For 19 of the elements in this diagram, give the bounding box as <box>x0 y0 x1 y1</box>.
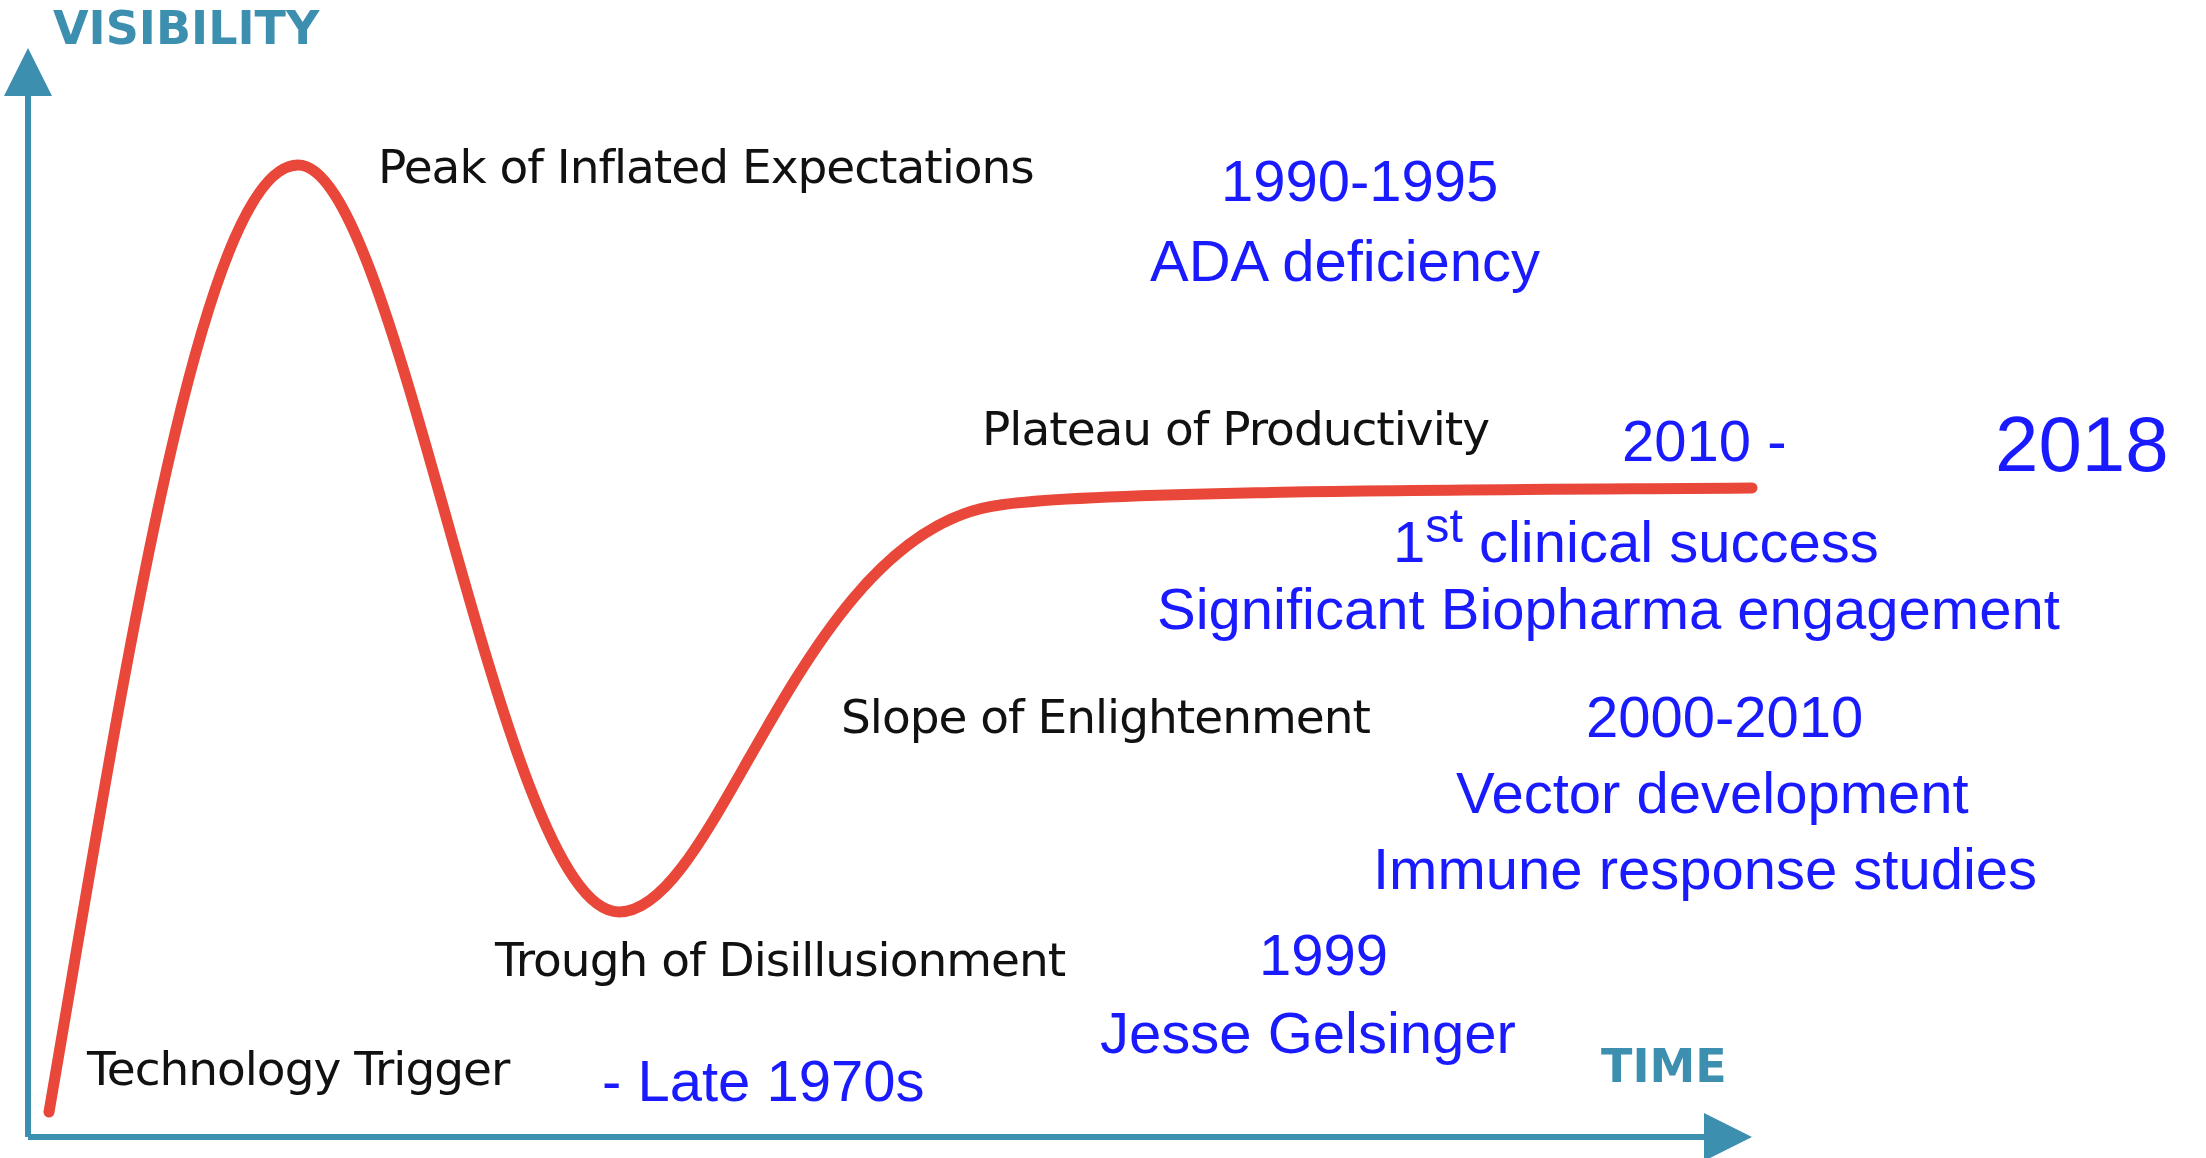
annotation-text: 1$^{st}$ clinical success <box>1393 498 1879 576</box>
date-label: 2018 <box>1995 400 2169 490</box>
date-label: 1999 <box>1259 922 1389 989</box>
date-label: - Late 1970s <box>602 1048 925 1115</box>
annotation-text: Jesse Gelsinger <box>1100 1000 1516 1067</box>
date-label: 2000-2010 <box>1586 684 1864 751</box>
phase-label: Peak of Inflated Expectations <box>378 140 1034 195</box>
axis-label: TIME <box>1601 1040 1727 1093</box>
annotation-text: ADA deficiency <box>1150 228 1541 295</box>
phase-label: Slope of Enlightenment <box>841 690 1370 745</box>
axis-label: VISIBILITY <box>53 2 320 55</box>
phase-label: Trough of Disillusionment <box>495 933 1066 988</box>
date-label: 2010 - <box>1622 408 1787 475</box>
annotation-text: Vector development <box>1456 760 1969 827</box>
annotation-text: Significant Biopharma engagement <box>1157 576 2060 643</box>
phase-label: Plateau of Productivity <box>982 402 1489 457</box>
phase-label: Technology Trigger <box>87 1042 510 1097</box>
annotation-text: Immune response studies <box>1373 836 2038 903</box>
date-label: 1990-1995 <box>1221 148 1499 215</box>
